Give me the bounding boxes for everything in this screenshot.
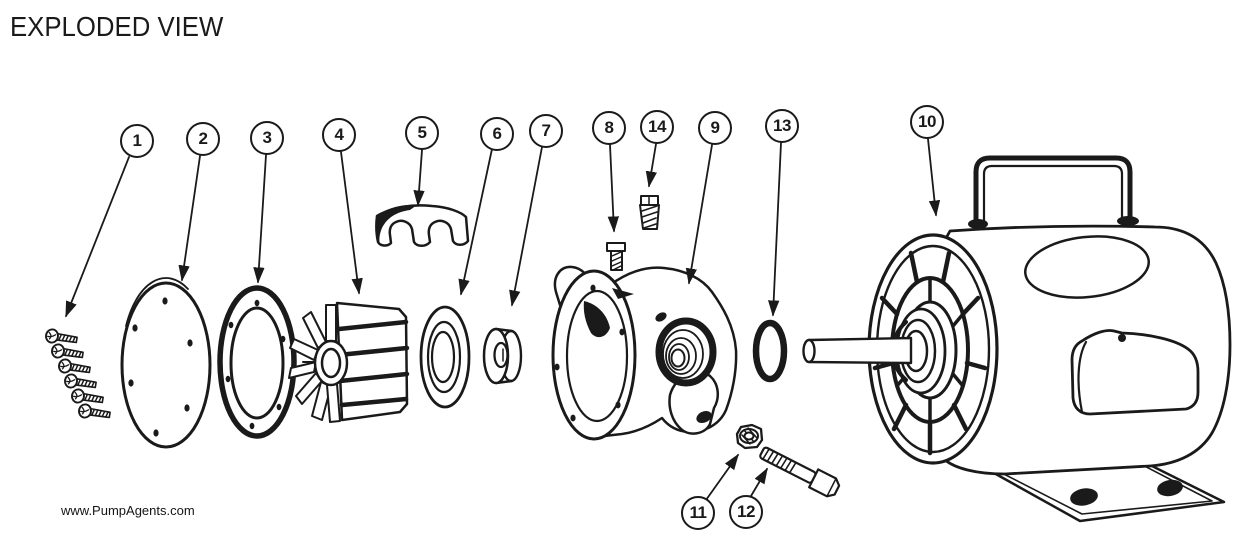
- callout-balloon-10: 10: [910, 105, 944, 139]
- callout-balloon-13: 13: [765, 109, 799, 143]
- callout-balloon-11: 11: [681, 496, 715, 530]
- callout-balloon-12: 12: [729, 495, 763, 529]
- part-motor: [802, 155, 1232, 523]
- page-title: EXPLODED VIEW: [10, 11, 224, 42]
- part-screw-8: [606, 242, 626, 271]
- part-bolt: [759, 446, 841, 498]
- part-gasket: [217, 285, 297, 439]
- part-wear-plate: [419, 305, 471, 409]
- callout-balloon-14: 14: [640, 110, 674, 144]
- callout-balloon-2: 2: [186, 122, 220, 156]
- part-pump-body: [551, 265, 738, 441]
- part-impeller: [288, 301, 410, 423]
- part-seal: [482, 327, 523, 385]
- callout-balloon-3: 3: [250, 121, 284, 155]
- callout-balloon-5: 5: [405, 116, 439, 150]
- watermark: www.PumpAgents.com: [61, 503, 195, 518]
- part-cam: [375, 204, 470, 247]
- leader-lines: [65, 138, 941, 501]
- callout-balloon-1: 1: [120, 124, 154, 158]
- callout-balloon-7: 7: [529, 114, 563, 148]
- part-cover-screws: [44, 327, 112, 423]
- callout-balloon-4: 4: [322, 118, 356, 152]
- callout-balloon-6: 6: [480, 117, 514, 151]
- callout-balloon-9: 9: [698, 111, 732, 145]
- part-nut: [735, 423, 764, 450]
- callout-balloon-8: 8: [592, 111, 626, 145]
- part-cover-plate: [120, 277, 212, 449]
- part-screw-14: [639, 195, 660, 230]
- part-o-ring: [752, 319, 788, 383]
